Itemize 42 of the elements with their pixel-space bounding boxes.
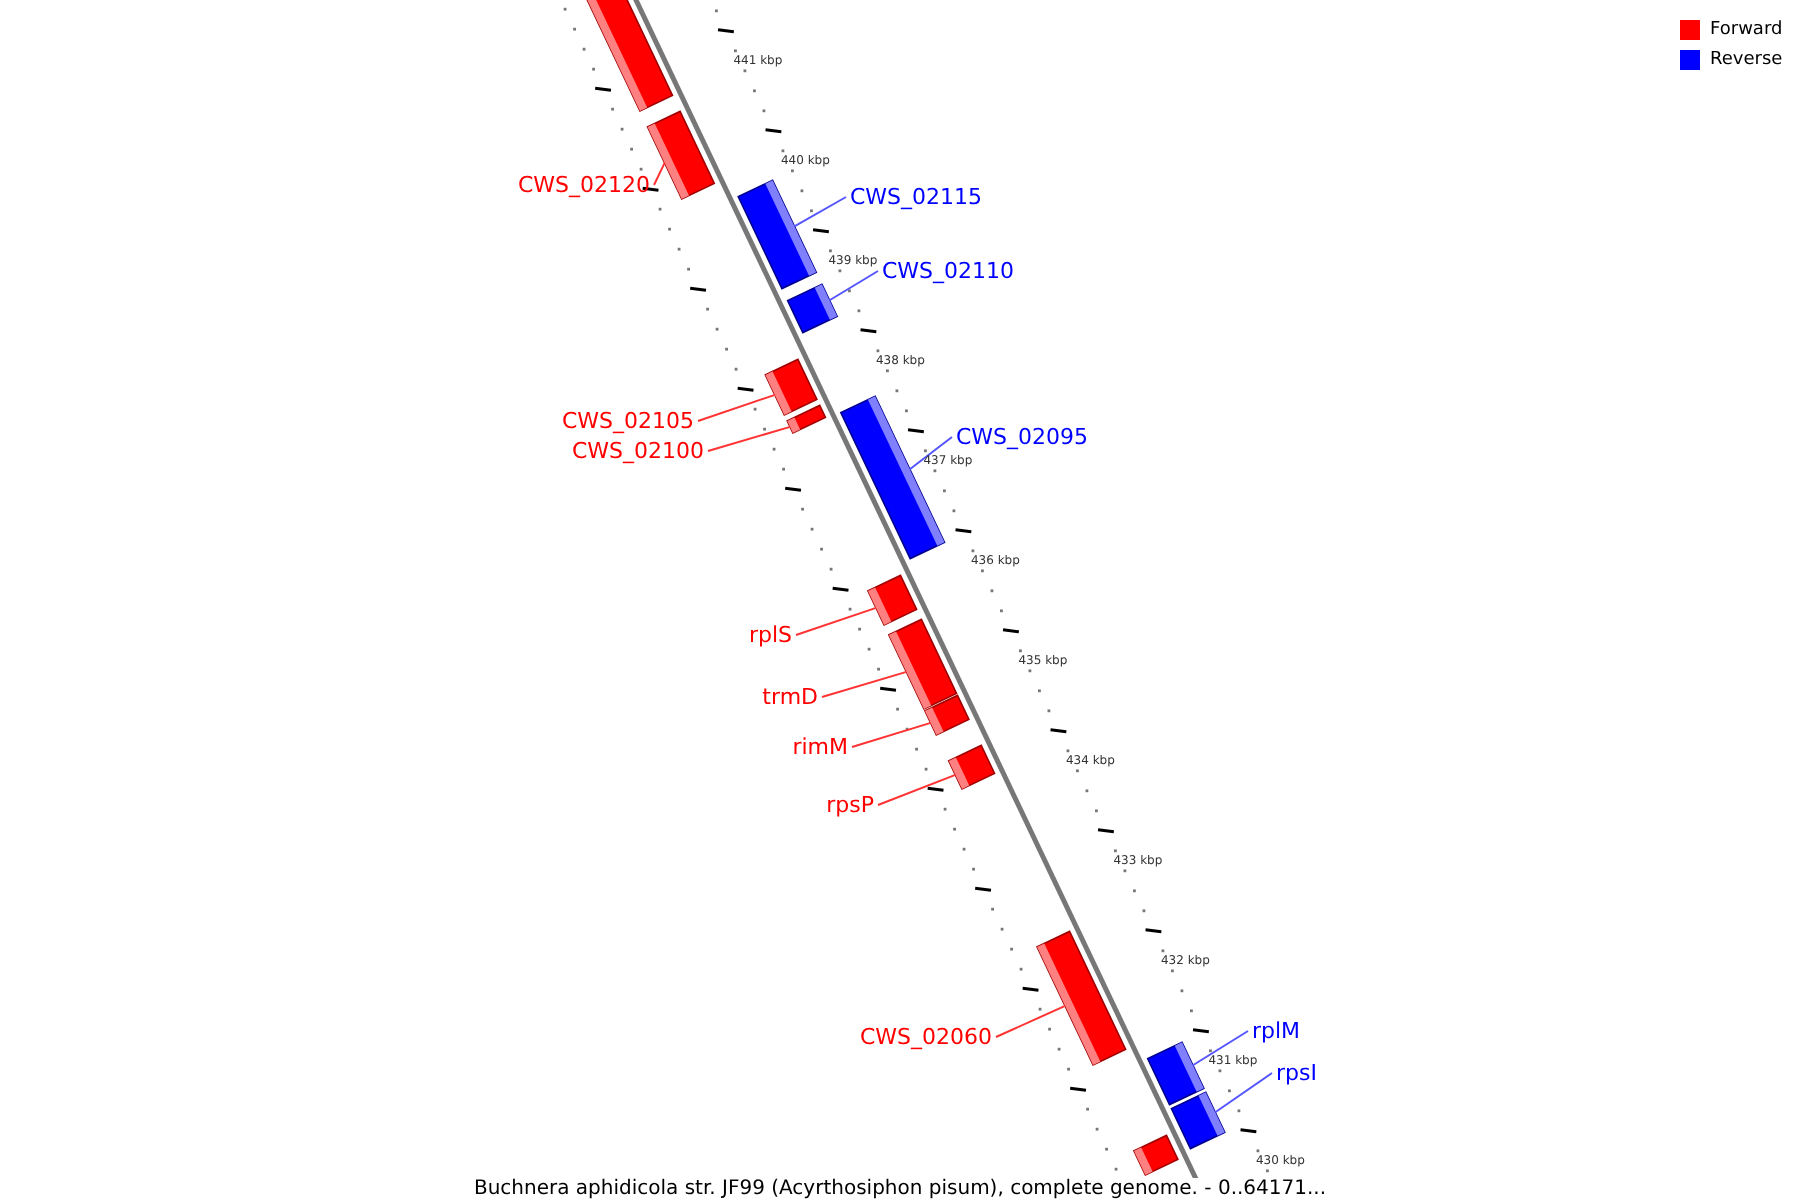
gene-block (646, 110, 716, 200)
caption: Buchnera aphidicola str. JF99 (Acyrthosiphon pisum), complete genome. - 0..64171... (473, 1178, 1327, 1200)
gene-block (1036, 930, 1127, 1066)
leader-line (697, 393, 776, 422)
gene-block (866, 574, 918, 626)
gene-block (839, 395, 946, 560)
gene-label: CWS_02060 (859, 1024, 992, 1050)
leader-line (851, 721, 932, 748)
leader-line (1191, 1030, 1249, 1067)
leader-line (908, 436, 953, 471)
gene-label: rplM (1252, 1018, 1301, 1044)
gene-label: rpsI (1276, 1060, 1317, 1086)
gene-label: rpsP (826, 792, 874, 818)
gene-block (1132, 1134, 1179, 1176)
gene-label: CWS_02115 (850, 184, 983, 210)
gene-block (786, 283, 839, 334)
gene-block (947, 744, 996, 790)
gene-block (786, 404, 827, 434)
gene-block (1170, 1091, 1226, 1150)
legend-label: Reverse (1710, 50, 1783, 72)
leader-line (795, 606, 878, 636)
gene-block (737, 179, 818, 290)
gene-block (923, 694, 970, 736)
gene-label: CWS_02120 (517, 172, 650, 198)
leader-line (821, 670, 908, 698)
leader-line (707, 425, 792, 452)
leader-line (877, 773, 957, 806)
gene-label: rimM (792, 734, 848, 760)
leader-line (653, 161, 666, 186)
gene-block (1146, 1041, 1205, 1106)
leader-line (793, 196, 847, 228)
gene-block (887, 618, 958, 710)
legend-label: Forward (1710, 20, 1783, 42)
gene-label: trmD (762, 684, 818, 710)
gene-label: CWS_02105 (561, 408, 694, 434)
gene-label: CWS_02095 (956, 424, 1089, 450)
leader-line (995, 1004, 1067, 1038)
gene-label: CWS_02100 (571, 438, 704, 464)
leader-line (1214, 1072, 1273, 1114)
leader-line (828, 270, 879, 302)
gene-label: CWS_02110 (882, 258, 1015, 284)
gene-label: rplS (748, 622, 792, 648)
